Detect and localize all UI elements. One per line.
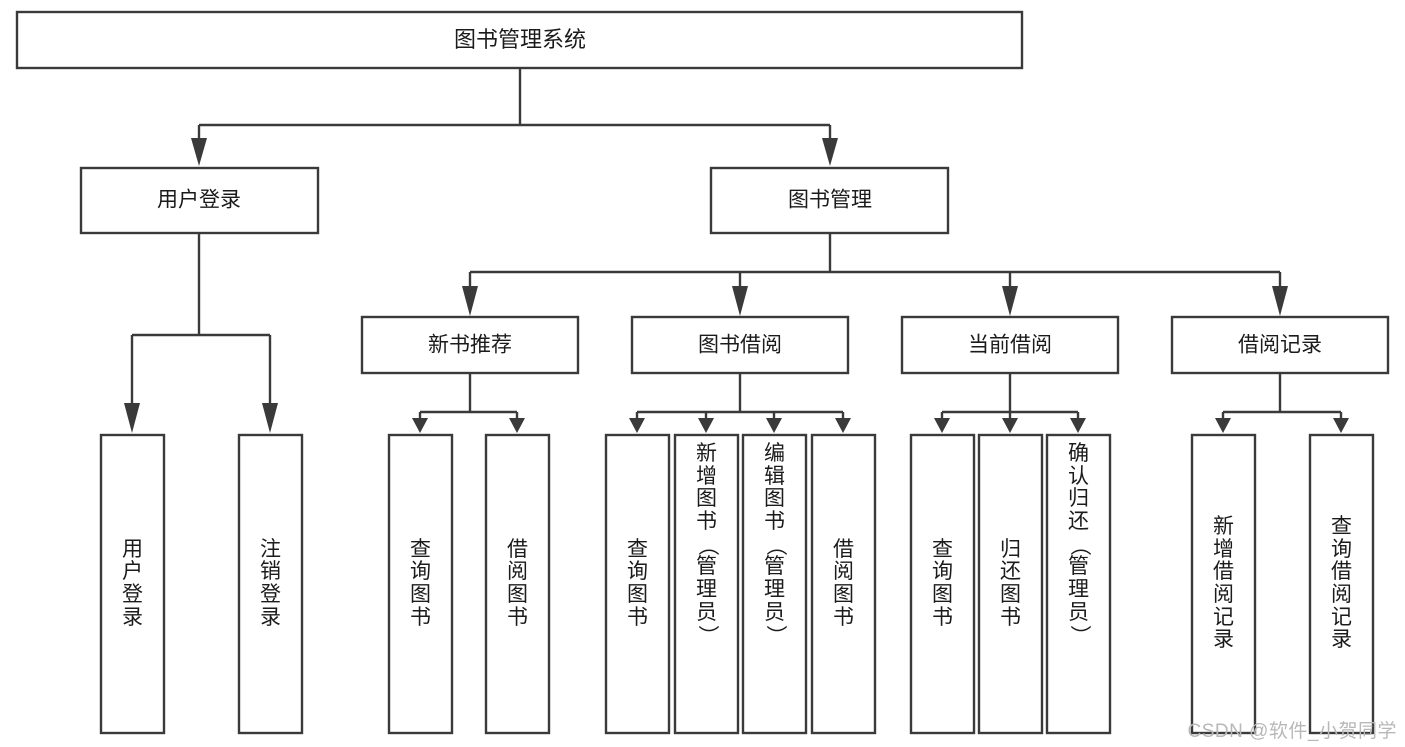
arrow-head-user-login — [191, 138, 207, 166]
node-leaf-confirm-return-admin[interactable] — [1045, 433, 1112, 735]
node-current-borrow-label: 当前借阅 — [968, 334, 1052, 357]
node-book-borrow-label: 图书借阅 — [698, 334, 782, 357]
connector-group-root — [191, 68, 838, 166]
arrow-head-leaf-query-book-2 — [629, 418, 645, 433]
node-leaf-logout-login[interactable] — [237, 433, 304, 735]
arrow-head-leaf-borrow-book-1 — [509, 418, 525, 433]
node-current-borrow[interactable] — [900, 315, 1120, 375]
node-leaf-query-book-1[interactable] — [387, 433, 454, 735]
node-new-book-recommend[interactable] — [360, 315, 580, 375]
arrow-head-current-borrow — [1002, 286, 1018, 316]
node-leaf-return-book[interactable] — [977, 433, 1044, 735]
node-root[interactable] — [15, 10, 1024, 70]
node-leaf-query-book-2[interactable] — [604, 433, 671, 735]
arrow-head-leaf-logout-login — [262, 403, 278, 433]
node-leaf-add-book-admin[interactable] — [673, 433, 740, 735]
connector-group-book-management — [462, 233, 1288, 316]
connector-group-borrow-record — [1215, 373, 1349, 433]
node-leaf-user-login[interactable] — [99, 433, 166, 735]
connector-group-current-borrow — [934, 373, 1086, 433]
node-borrow-record-label: 借阅记录 — [1238, 334, 1322, 357]
node-leaf-borrow-book-1[interactable] — [484, 433, 551, 735]
node-root-label: 图书管理系统 — [454, 27, 586, 52]
arrow-head-leaf-confirm-return-admin — [1070, 418, 1086, 433]
arrow-head-leaf-return-book — [1002, 418, 1018, 433]
arrow-head-book-borrow — [732, 286, 748, 316]
node-new-book-recommend-label: 新书推荐 — [428, 334, 512, 357]
arrow-head-leaf-add-book-admin — [698, 418, 714, 433]
node-user-login-label: 用户登录 — [157, 189, 241, 212]
arrow-head-leaf-query-book-3 — [934, 418, 950, 433]
node-leaf-edit-book-admin[interactable] — [741, 433, 808, 735]
arrow-head-leaf-user-login — [124, 403, 140, 433]
arrow-head-borrow-record — [1272, 286, 1288, 316]
node-book-management-label: 图书管理 — [788, 189, 872, 212]
arrow-head-leaf-borrow-book-2 — [835, 418, 851, 433]
node-leaf-add-borrow-record[interactable] — [1190, 433, 1257, 735]
node-leaf-query-book-3[interactable] — [909, 433, 976, 735]
arrow-head-leaf-query-borrow-record — [1333, 418, 1349, 433]
connector-group-book-borrow — [629, 373, 851, 433]
node-user-login[interactable] — [79, 166, 320, 235]
node-leaf-query-borrow-record[interactable] — [1308, 433, 1375, 735]
arrow-head-leaf-add-borrow-record — [1215, 418, 1231, 433]
arrow-head-leaf-query-book-1 — [412, 418, 428, 433]
arrow-head-book-management — [822, 138, 838, 166]
arrow-head-leaf-edit-book-admin — [766, 418, 782, 433]
node-book-borrow[interactable] — [630, 315, 850, 375]
connector-group-new-book-recommend — [412, 373, 525, 433]
node-book-management[interactable] — [709, 166, 950, 235]
connector-group-user-login — [124, 233, 278, 433]
arrow-head-new-book-recommend — [462, 286, 478, 316]
node-borrow-record[interactable] — [1170, 315, 1390, 375]
csdn-watermark: CSDN @软件_小贺同学 — [1187, 721, 1397, 742]
node-leaf-borrow-book-2[interactable] — [810, 433, 877, 735]
